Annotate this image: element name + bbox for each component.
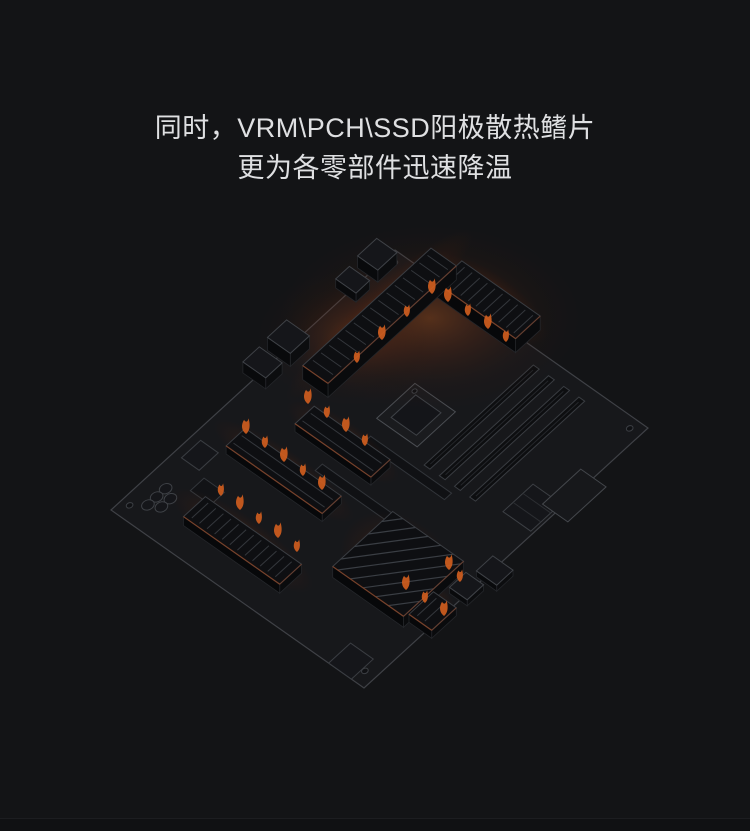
- atx-connector-outline: [543, 469, 607, 522]
- fan-header-1: [476, 556, 513, 591]
- motherboard-illustration: [0, 210, 750, 730]
- m2-heatsink-1: [295, 406, 390, 485]
- sata-ports: [503, 484, 561, 531]
- rear-io-stack-1: [358, 238, 397, 282]
- motherboard-svg: [0, 226, 750, 730]
- fan-header-2: [450, 572, 484, 605]
- edge-connector-block: [409, 592, 456, 639]
- heatsink-layer: [184, 238, 541, 638]
- m2-heatsink-2: [226, 428, 341, 521]
- front-panel-header: [181, 440, 218, 470]
- bottom-section-edge: [0, 818, 750, 831]
- vrm-heatsink-top: [437, 261, 540, 353]
- heading-line-2: 更为各零部件迅速降温: [237, 153, 513, 183]
- section-heading: 同时，VRM\PCH\SSD阳极散热鳍片 更为各零部件迅速降温: [0, 0, 750, 188]
- vrm-heatsink-left: [303, 248, 457, 397]
- rear-io-port-usb: [243, 347, 282, 389]
- rear-io-stack-2: [336, 266, 370, 302]
- heading-line-1: 同时，VRM\PCH\SSD阳极散热鳍片: [154, 113, 596, 143]
- rear-io-port-lan: [268, 320, 310, 367]
- m2-heatsink-3: [184, 497, 302, 594]
